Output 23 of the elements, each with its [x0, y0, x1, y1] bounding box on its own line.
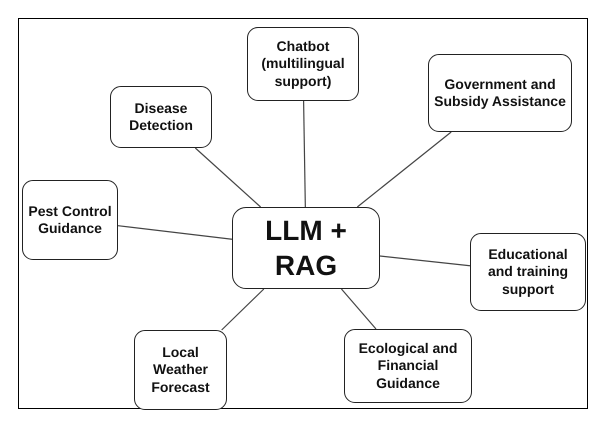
node-label: Chatbot (multilingual support) — [260, 38, 346, 90]
topic-box — [470, 233, 586, 311]
topic-box — [22, 180, 118, 260]
node-label: Disease Detection — [128, 100, 194, 134]
connector-line — [303, 101, 306, 207]
node-label: LLM + RAG — [264, 214, 348, 283]
central-box — [232, 207, 380, 289]
topic-box — [134, 330, 227, 410]
connector-line — [380, 255, 470, 266]
connector-line — [194, 148, 262, 208]
node-label: Pest Control Guidance — [27, 202, 113, 238]
node-label: Educational and training support — [486, 246, 570, 298]
node-label: Local Weather Forecast — [150, 344, 211, 396]
topic-box — [344, 329, 472, 403]
topic-box — [428, 54, 572, 132]
connector-line — [118, 225, 232, 240]
node-label: Ecological and Financial Guidance — [358, 340, 458, 392]
connector-line — [340, 288, 376, 330]
connector-line — [221, 288, 264, 330]
node-label: Government and Subsidy Assistance — [433, 76, 567, 110]
connector-line — [356, 132, 452, 208]
topic-box — [247, 27, 359, 101]
topic-box — [110, 86, 212, 148]
